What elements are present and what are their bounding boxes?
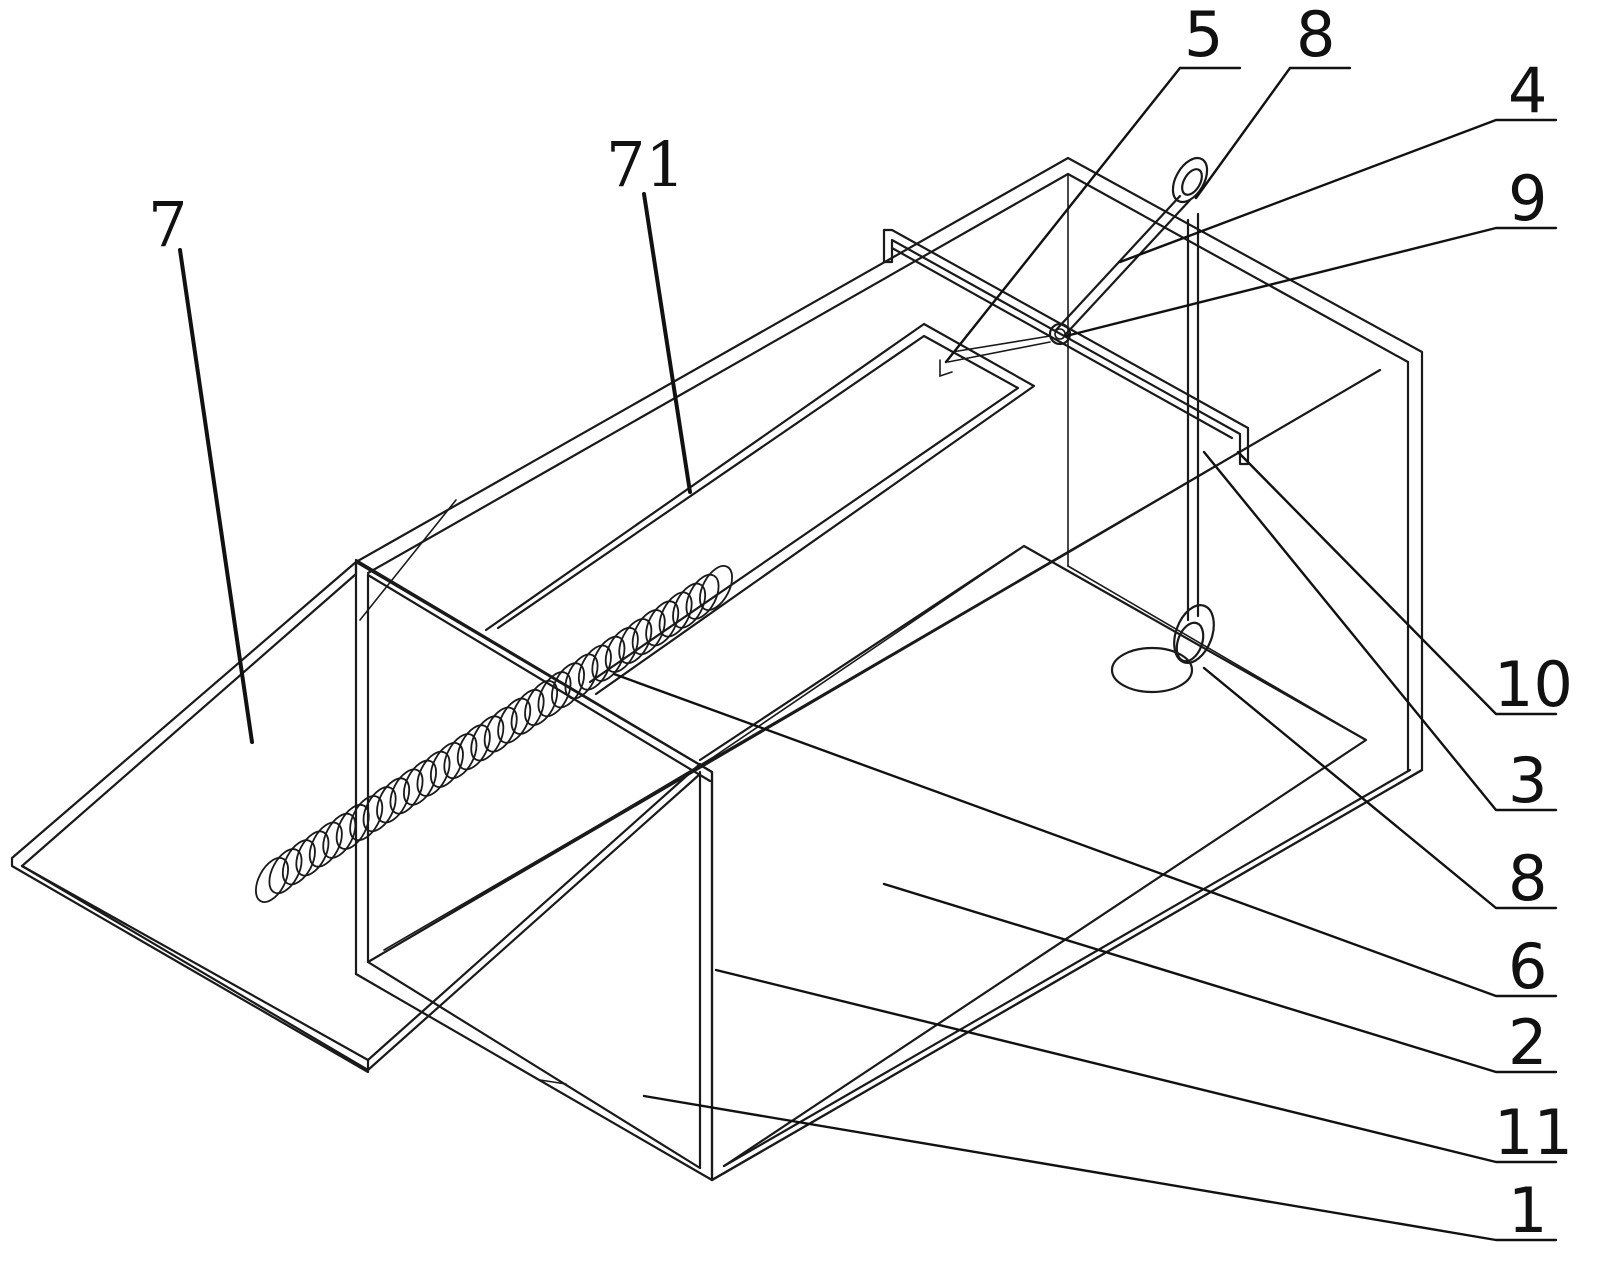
spring-loop (281, 839, 316, 886)
spring-loop (497, 697, 532, 744)
cable (939, 194, 1192, 378)
spring-loop (335, 803, 370, 850)
spring-loop (456, 724, 491, 771)
spring-coil (255, 565, 733, 903)
spring-loop (389, 768, 424, 815)
spring-loop (537, 671, 572, 718)
label-1: 1 (1508, 1174, 1547, 1247)
spring-loop (551, 662, 585, 709)
label-7: 7 (148, 188, 187, 261)
spring-loop (308, 821, 343, 868)
label-8-top: 8 (1296, 0, 1335, 71)
spring-loop (524, 680, 559, 726)
spring-loop (362, 786, 397, 833)
spring-loop (403, 759, 437, 806)
spring-loop (416, 750, 451, 797)
label-5: 5 (1184, 0, 1223, 71)
label-71: 71 (606, 128, 685, 201)
spring-loop (510, 688, 545, 735)
spring-loop (443, 733, 478, 780)
spring-loop (483, 706, 518, 753)
spring-loop (268, 848, 303, 895)
vertical-rod (1186, 212, 1200, 622)
spring-loop (699, 565, 733, 611)
spring-loop (631, 609, 666, 656)
spring-loop (295, 830, 330, 877)
label-10: 10 (1494, 648, 1573, 721)
spring-loop (376, 777, 411, 824)
spring-loop (564, 653, 599, 700)
label-2: 2 (1508, 1006, 1547, 1079)
label-9: 9 (1508, 162, 1547, 235)
spring-loop (429, 742, 464, 788)
spring-loop (322, 812, 357, 859)
label-3: 3 (1508, 744, 1547, 817)
spring-loop (591, 635, 626, 682)
part-labels: 7 71 5 8 4 9 10 3 8 6 2 11 1 (148, 0, 1573, 1247)
spring-loop (645, 600, 680, 647)
rail-slot (484, 322, 1036, 696)
cross-bar (882, 228, 1250, 466)
spring-loop (349, 795, 384, 842)
spring-loop (604, 626, 639, 673)
spring-loop (672, 582, 707, 629)
top-pulley (1171, 156, 1209, 204)
spring-loop (470, 715, 505, 762)
label-11: 11 (1494, 1096, 1573, 1169)
spring-loop (685, 573, 720, 620)
housing (354, 156, 1424, 1182)
leader-lines (178, 66, 1558, 1242)
spring-loop (658, 591, 693, 638)
lid-flap (10, 560, 702, 1074)
spring-loop (577, 644, 612, 691)
bottom-pulley (1110, 604, 1215, 694)
spring-loop (255, 857, 289, 903)
label-8-bottom: 8 (1508, 842, 1547, 915)
label-6: 6 (1508, 930, 1547, 1003)
spring-loop (618, 618, 653, 665)
label-4: 4 (1508, 54, 1547, 127)
